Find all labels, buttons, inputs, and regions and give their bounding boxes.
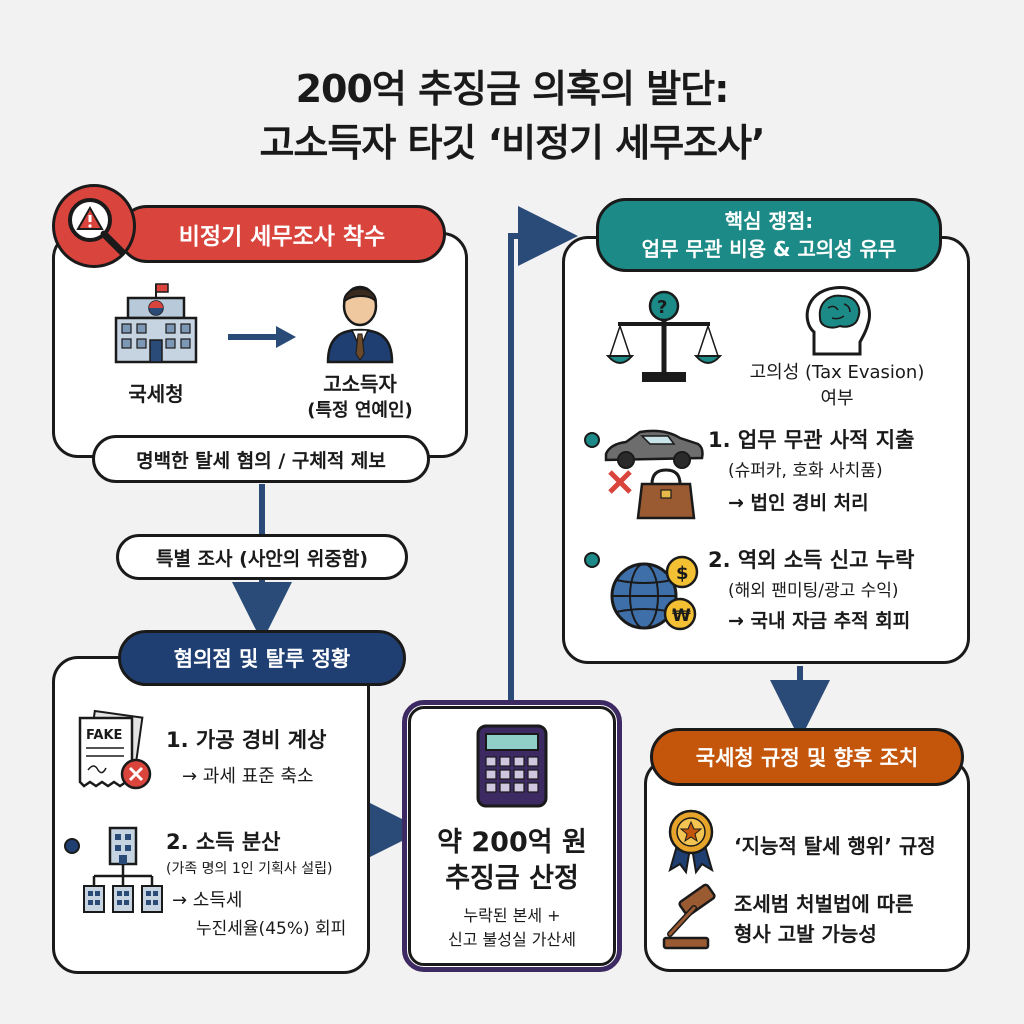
launch-header: 비정기 세무조사 착수 xyxy=(118,205,446,263)
issues-item1-title: 1. 업무 무관 사적 지출 xyxy=(708,424,914,454)
launch-header-text: 비정기 세무조사 착수 xyxy=(179,217,385,251)
issues-item2-result: → 국내 자금 추적 회피 xyxy=(728,606,910,633)
issues-header: 핵심 쟁점: 업무 무관 비용 & 고의성 유무 xyxy=(596,198,942,272)
suspicion-header: 혐의점 및 탈루 정황 xyxy=(118,630,406,686)
suspicion-item2-result1: → 소득세 xyxy=(172,886,242,912)
target-sublabel: (특정 연예인) xyxy=(296,396,424,422)
person-icon xyxy=(322,278,398,362)
magnifier-warning-icon xyxy=(52,184,136,268)
issues-item2-sub: (해외 팬미팅/광고 수익) xyxy=(728,576,899,601)
actions-item2-line1: 조세범 처벌법에 따른 xyxy=(734,888,914,917)
supercar-luxury-bag-icon xyxy=(604,424,704,524)
suspicion-item2-title: 2. 소득 분산 xyxy=(166,826,281,856)
bullet-dot-icon xyxy=(584,432,600,448)
issues-header-line1: 핵심 쟁점: xyxy=(725,207,814,235)
intent-label: 고의성 (Tax Evasion) xyxy=(732,358,942,384)
svg-text:?: ? xyxy=(657,297,667,318)
special-investigation-text: 특별 조사 (사안의 위중함) xyxy=(156,544,368,571)
nts-label: 국세청 xyxy=(112,378,200,407)
suspicion-item2-result2: 누진세율(45%) 회피 xyxy=(196,914,346,939)
evidence-pill-text: 명백한 탈세 혐의 / 구체적 제보 xyxy=(136,446,386,473)
brain-head-icon xyxy=(800,282,876,356)
suspicion-item1-result: → 과세 표준 축소 xyxy=(182,762,314,788)
actions-item1: ‘지능적 탈세 행위’ 규정 xyxy=(734,830,936,859)
issues-item1-result: → 법인 경비 처리 xyxy=(728,488,869,515)
org-chart-icon xyxy=(82,826,164,916)
arrow-center-to-issues xyxy=(511,236,548,700)
svg-text:₩: ₩ xyxy=(672,606,691,626)
gavel-icon xyxy=(660,888,722,950)
assessment-title: 추징금 산정 xyxy=(402,856,622,895)
issues-header-line2: 업무 무관 비용 & 고의성 유무 xyxy=(642,235,897,263)
balance-scale-icon: ? xyxy=(608,286,720,384)
award-badge-icon xyxy=(664,808,718,874)
fake-label: FAKE xyxy=(86,728,122,743)
actions-item2-line2: 형사 고발 가능성 xyxy=(734,918,877,947)
svg-text:$: $ xyxy=(676,563,689,584)
suspicion-header-text: 혐의점 및 탈루 정황 xyxy=(174,643,351,673)
fake-receipt-icon: FAKE xyxy=(76,712,156,794)
special-investigation-pill: 특별 조사 (사안의 위중함) xyxy=(116,534,408,580)
bullet-dot-icon xyxy=(584,552,600,568)
nts-building-icon xyxy=(112,282,200,366)
evidence-pill: 명백한 탈세 혐의 / 구체적 제보 xyxy=(92,435,430,483)
actions-header: 국세청 규정 및 향후 조치 xyxy=(650,728,964,786)
suspicion-item2-sub: (가족 명의 1인 기획사 설립) xyxy=(166,858,332,878)
actions-header-text: 국세청 규정 및 향후 조치 xyxy=(696,742,918,772)
issues-item2-title: 2. 역외 소득 신고 누락 xyxy=(708,544,914,574)
arrow-right-icon xyxy=(228,326,298,348)
assessment-sub1: 누락된 본세 + xyxy=(402,902,622,926)
issues-item1-sub: (슈퍼카, 호화 사치품) xyxy=(728,456,883,481)
bullet-dot-icon xyxy=(64,838,80,854)
globe-coins-icon: $ ₩ xyxy=(606,552,706,636)
target-label: 고소득자 xyxy=(300,368,420,397)
calculator-icon xyxy=(476,724,548,808)
assessment-sub2: 신고 불성실 가산세 xyxy=(402,926,622,950)
intent-sublabel: 여부 xyxy=(732,384,942,410)
assessment-amount: 약 200억 원 xyxy=(402,820,622,859)
suspicion-item1-title: 1. 가공 경비 계상 xyxy=(166,724,326,754)
